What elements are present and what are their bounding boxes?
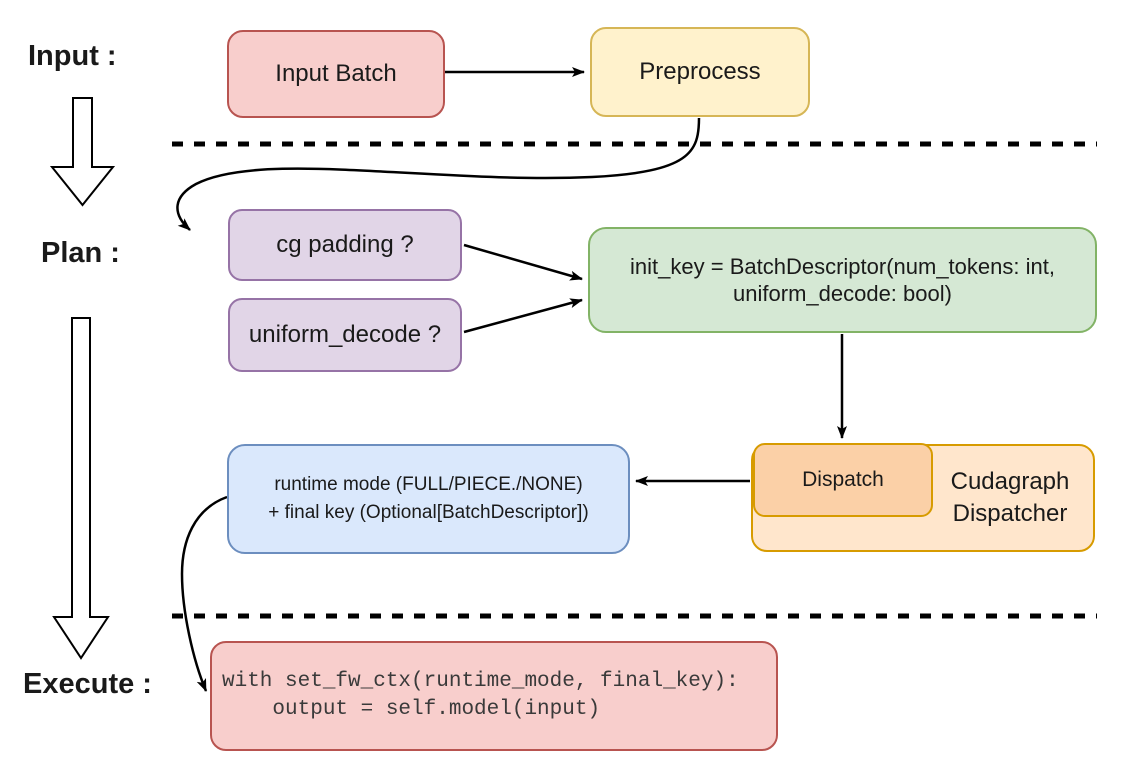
node-cg-padding-label: cg padding ? (276, 231, 414, 258)
execute-code-line1: with set_fw_ctx(runtime_mode, final_key)… (222, 670, 739, 693)
arrow-uniformdecode-to-initkey (463, 298, 583, 334)
node-preprocess-label: Preprocess (639, 58, 761, 85)
stage-label-plan: Plan : (41, 237, 120, 269)
node-input-batch-label: Input Batch (275, 60, 397, 87)
arrow-cgpadding-to-initkey (463, 243, 583, 281)
stage-arrow-input-to-plan (49, 97, 116, 207)
node-cg-padding: cg padding ? (228, 209, 462, 281)
node-cudagraph-dispatcher-line2: Dispatcher (952, 500, 1068, 527)
node-dispatch: Dispatch (753, 443, 933, 517)
node-init-key-text: init_key = BatchDescriptor(num_tokens: i… (630, 253, 1055, 308)
execute-code-text: with set_fw_ctx(runtime_mode, final_key)… (222, 668, 739, 724)
node-runtime-result: runtime mode (FULL/PIECE./NONE) + final … (227, 444, 630, 554)
node-init-key-line2: uniform_decode: bool) (733, 281, 952, 306)
node-uniform-decode: uniform_decode ? (228, 298, 462, 372)
node-init-key: init_key = BatchDescriptor(num_tokens: i… (588, 227, 1097, 333)
node-runtime-result-line2: + final key (Optional[BatchDescriptor]) (268, 502, 589, 523)
arrow-runtimemode-to-execute (180, 495, 228, 692)
stage-label-execute: Execute : (23, 668, 152, 700)
node-cudagraph-dispatcher-line1: Cudagraph (950, 468, 1070, 495)
node-runtime-result-text: runtime mode (FULL/PIECE./NONE) + final … (268, 471, 589, 526)
node-input-batch: Input Batch (227, 30, 445, 118)
arrow-preprocess-to-plan (176, 117, 701, 231)
stage-arrow-plan-to-execute (52, 317, 110, 660)
node-runtime-result-line1: runtime mode (FULL/PIECE./NONE) (274, 474, 583, 496)
node-cudagraph-dispatcher-text: Cudagraph Dispatcher (927, 466, 1093, 530)
node-execute-code: with set_fw_ctx(runtime_mode, final_key)… (210, 641, 778, 751)
node-dispatch-label: Dispatch (802, 467, 884, 491)
stage-label-input: Input : (28, 40, 117, 72)
node-uniform-decode-label: uniform_decode ? (248, 321, 442, 348)
node-init-key-line1: init_key = BatchDescriptor(num_tokens: i… (630, 253, 1055, 279)
node-preprocess: Preprocess (590, 27, 810, 117)
execute-code-line2: output = self.model(input) (222, 698, 601, 721)
